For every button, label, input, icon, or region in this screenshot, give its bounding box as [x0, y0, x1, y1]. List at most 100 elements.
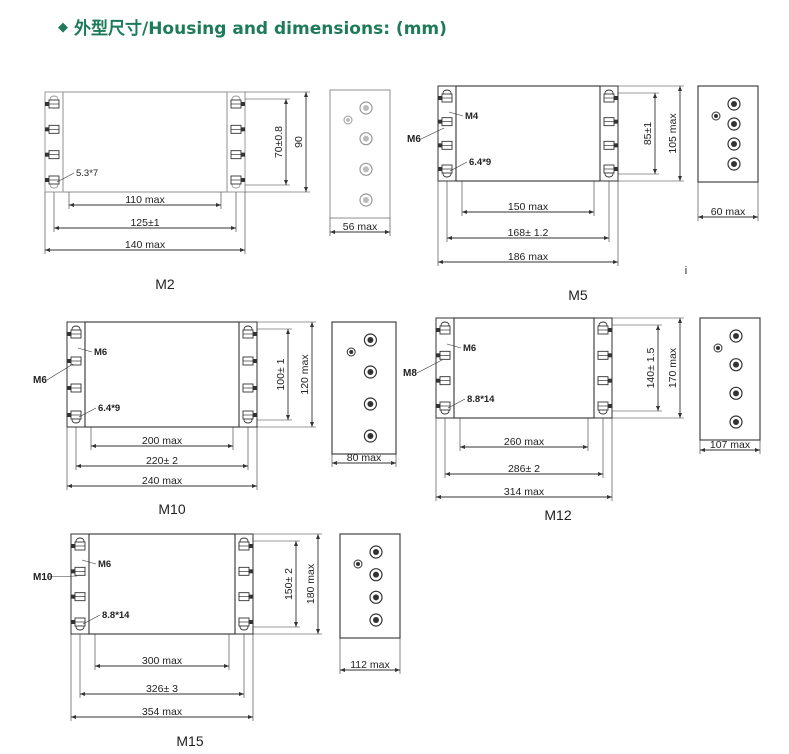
- model-name-label: M15: [176, 733, 203, 749]
- leader-line: [81, 559, 97, 565]
- width-mount-dimension-arrow-right: [231, 226, 236, 230]
- width-inner-dimension-arrow-right: [228, 444, 233, 448]
- width-mount-dimension-arrow-right: [604, 236, 609, 240]
- width-inner-dimension-arrow-left: [95, 664, 100, 668]
- model-name-label: M10: [158, 501, 185, 517]
- height-total-dimension-label: 180 max: [305, 563, 317, 604]
- depth-dimension-arrow-left: [700, 448, 705, 452]
- width-mount-dimension-arrow-left: [80, 692, 85, 696]
- depth-dimension-label: 107 max: [710, 439, 751, 451]
- side-terminal-core: [733, 361, 739, 368]
- side-view-body: [331, 321, 397, 455]
- main-stud-label: M6: [407, 134, 421, 145]
- housing-body: [455, 85, 601, 182]
- width-total-dimension-arrow-right: [240, 248, 245, 252]
- terminal-stud: [608, 378, 612, 383]
- main-stud-label: M10: [33, 572, 53, 583]
- small-stud-label: M6: [94, 347, 107, 358]
- terminal-stud: [436, 353, 440, 358]
- side-terminal-core: [367, 401, 374, 407]
- side-ground-core: [356, 562, 360, 566]
- depth-dimension-label: 60 max: [711, 206, 746, 218]
- leader-line: [416, 359, 443, 374]
- height-total-dimension-arrow-bottom: [678, 176, 682, 181]
- width-inner-dimension-arrow-right: [224, 664, 229, 668]
- small-stud-label: M4: [465, 111, 479, 122]
- width-inner-dimension-arrow-left: [69, 203, 74, 207]
- terminal-stud: [45, 102, 49, 106]
- height-total-dimension-arrow-bottom: [316, 629, 320, 634]
- height-mount-dimension-arrow-top: [656, 325, 660, 330]
- side-ground-core: [346, 118, 350, 122]
- section-title: 外型尺寸/Housing and dimensions: (mm): [74, 18, 447, 39]
- width-mount-dimension-label: 168± 1.2: [508, 227, 549, 239]
- width-mount-dimension-label: 326± 3: [146, 683, 178, 695]
- height-total-dimension-arrow-top: [304, 92, 308, 97]
- height-total-dimension-arrow-bottom: [304, 187, 308, 192]
- width-total-dimension-label: 240 max: [142, 475, 183, 487]
- width-total-dimension-label: 314 max: [504, 486, 545, 498]
- terminal-stud: [614, 119, 618, 124]
- terminal-stud: [71, 569, 75, 574]
- terminal-stud: [436, 404, 440, 408]
- leader-line: [46, 575, 78, 578]
- small-stud-label: M6: [98, 559, 111, 570]
- width-mount-dimension-arrow-left: [447, 236, 452, 240]
- terminal-stud: [253, 332, 257, 336]
- width-mount-dimension-label: 220± 2: [146, 455, 178, 467]
- height-mount-dimension-arrow-bottom: [656, 406, 660, 411]
- width-total-dimension-label: 186 max: [508, 251, 549, 263]
- hole-size-label: 8.8*14: [467, 394, 495, 405]
- small-stud-label: M6: [463, 343, 476, 354]
- width-mount-dimension-label: 286± 2: [508, 463, 540, 475]
- width-inner-dimension-label: 200 max: [142, 435, 183, 447]
- terminal-stud: [438, 119, 442, 124]
- terminal-stud: [614, 96, 618, 100]
- height-mount-dimension-label: 100± 1: [275, 358, 287, 390]
- terminal-stud: [614, 143, 618, 148]
- terminal-stud: [436, 378, 440, 383]
- leader-line: [46, 363, 74, 381]
- side-terminal-core: [363, 105, 369, 111]
- width-total-dimension-arrow-left: [67, 484, 72, 488]
- height-total-dimension-label: 120 max: [299, 354, 311, 395]
- width-mount-dimension-arrow-right: [243, 464, 248, 468]
- leader-line: [449, 161, 468, 172]
- width-mount-dimension-arrow-left: [445, 472, 450, 476]
- height-total-dimension-label: 170 max: [667, 347, 679, 388]
- depth-dimension-arrow-left: [332, 461, 337, 465]
- side-terminal-core: [733, 419, 739, 425]
- height-mount-dimension-arrow-top: [294, 541, 298, 546]
- side-terminal-core: [373, 571, 379, 578]
- terminal-stud: [608, 404, 612, 408]
- width-inner-dimension-label: 150 max: [508, 201, 549, 213]
- width-total-dimension-arrow-left: [45, 248, 50, 252]
- height-total-dimension-arrow-top: [678, 318, 682, 323]
- leader-line: [448, 111, 464, 117]
- width-total-dimension-arrow-right: [607, 495, 612, 499]
- height-total-dimension-arrow-top: [678, 86, 682, 91]
- width-total-dimension-label: 140 max: [125, 239, 166, 251]
- height-total-dimension-arrow-top: [310, 322, 314, 327]
- side-terminal-core: [367, 337, 374, 343]
- height-mount-dimension-arrow-bottom: [286, 415, 290, 420]
- leader-line: [446, 343, 462, 349]
- terminal-stud: [249, 594, 253, 599]
- terminal-stud: [45, 178, 49, 182]
- side-terminal-core: [373, 549, 379, 555]
- terminal-stud: [45, 152, 49, 157]
- side-terminal-core: [373, 594, 379, 601]
- terminal-stud: [71, 594, 75, 599]
- terminal-stud: [253, 359, 257, 363]
- terminal-stud: [241, 152, 245, 157]
- terminal-stud: [438, 96, 442, 100]
- housing-body: [453, 317, 595, 419]
- hole-size-label: 5.3*7: [76, 168, 98, 179]
- terminal-stud: [241, 102, 245, 106]
- terminal-stud: [241, 178, 245, 182]
- depth-dimension-arrow-left: [698, 215, 703, 219]
